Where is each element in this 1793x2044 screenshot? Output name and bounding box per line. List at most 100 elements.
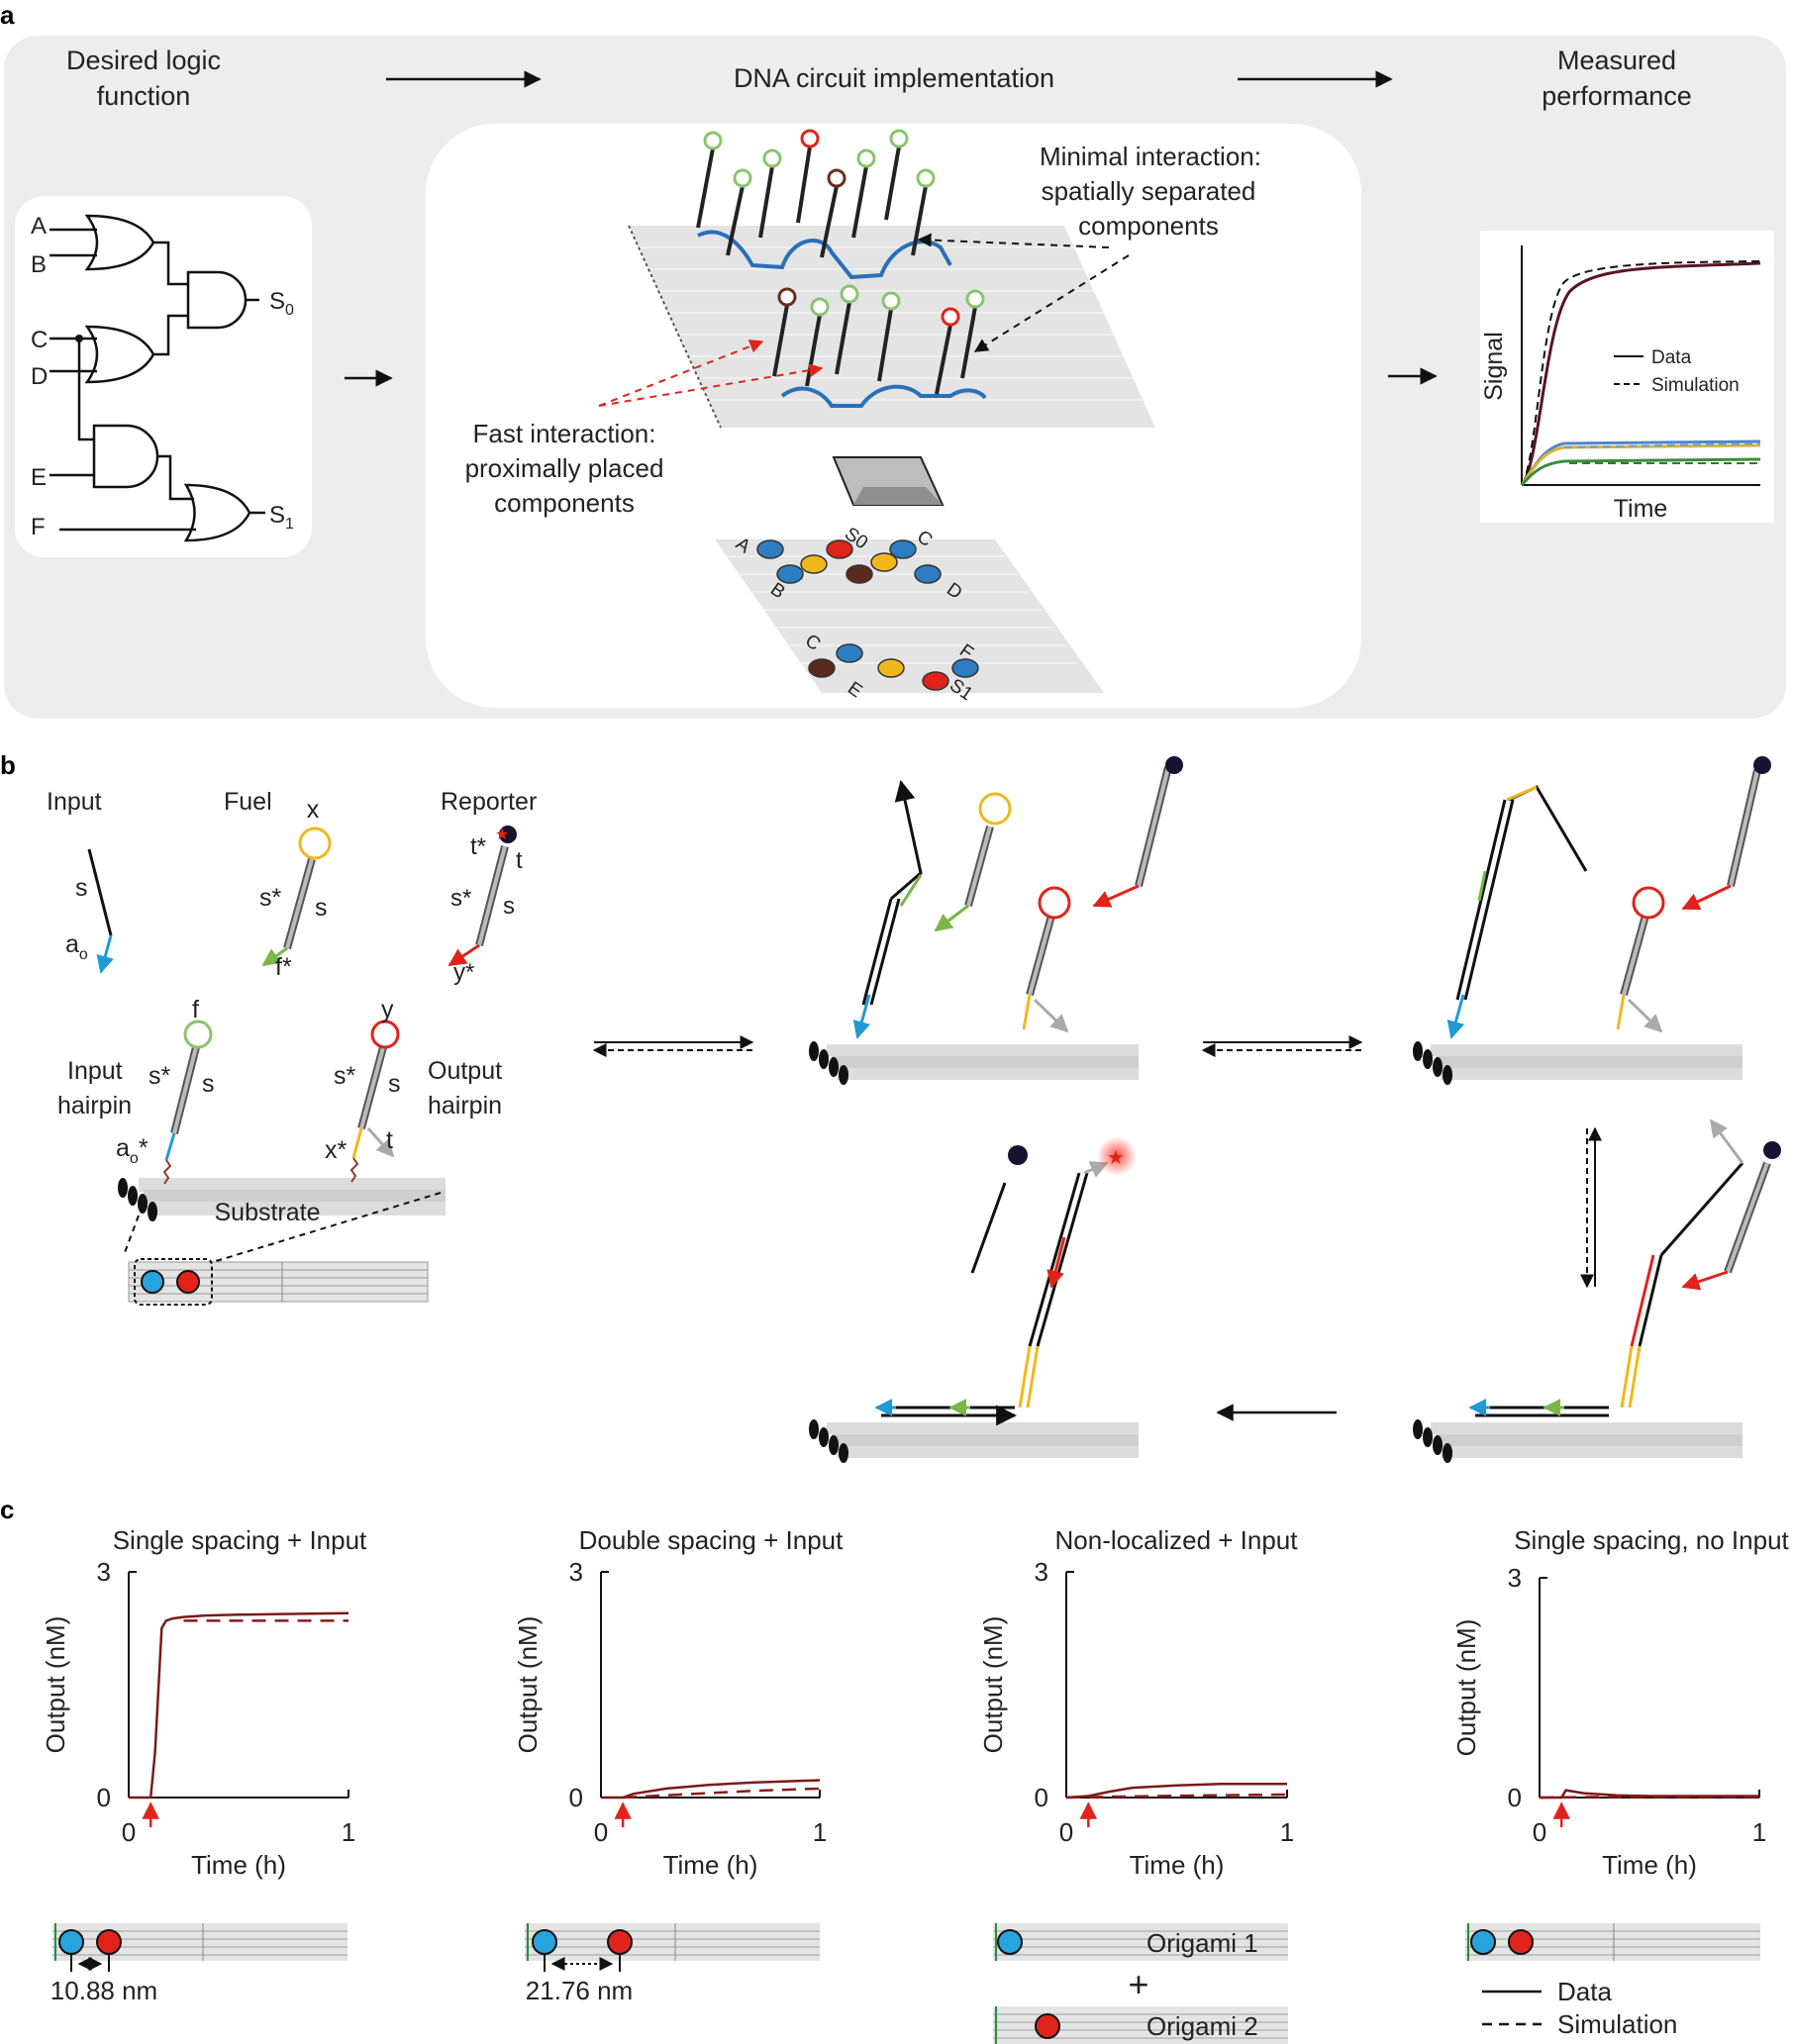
and-gate-s0 <box>186 270 248 330</box>
reporter-title: Reporter <box>441 788 537 816</box>
chart-1-ytick-label-max: 3 <box>569 1557 583 1587</box>
input-label-a: ao <box>65 930 88 963</box>
substrate-block: Substrate f s* s ao* Input hairpin y s <box>57 996 502 1306</box>
and-gate-2 <box>92 424 159 489</box>
quencher-dot <box>499 826 517 843</box>
fluorescence-glow <box>1097 1136 1137 1176</box>
or-gate-1 <box>84 214 155 271</box>
output-hairpin-x-star: x* <box>325 1136 348 1164</box>
fuel-label-f-star: f* <box>275 953 292 981</box>
chart-2-series-simulation <box>1065 1793 1288 1800</box>
chart-3-ylabel: Output (nM) <box>1451 1619 1481 1757</box>
minimal-note-line1: Minimal interaction: <box>1040 142 1261 171</box>
input-hairpin-s: s <box>202 1070 215 1098</box>
chart-2-xlabel: Time (h) <box>1130 1850 1225 1880</box>
fast-note-line3: components <box>494 488 635 518</box>
or-gate-s1 <box>183 483 251 542</box>
chart-2-title: Non-localized + Input <box>1055 1525 1299 1555</box>
fast-note-line2: proximally placed <box>465 453 664 483</box>
origami-topview <box>128 1258 429 1306</box>
chart-3-series-simulation <box>1539 1796 1759 1800</box>
substrate-label: Substrate <box>214 1199 320 1226</box>
minimal-note-line3: components <box>1078 211 1219 241</box>
origami-sheet-upper <box>629 226 1155 428</box>
panel-c-legend: Data Simulation <box>1482 1977 1677 2039</box>
panel-label-b: b <box>0 750 16 780</box>
signal-legend-sim: Simulation <box>1651 375 1740 396</box>
chart-1-xtick-label-max: 1 <box>813 1817 827 1847</box>
minimal-note-line2: spatially separated <box>1042 176 1256 206</box>
gate-input-e: E <box>31 464 47 491</box>
state-2 <box>809 756 1183 1085</box>
chart-0-ylabel: Output (nM) <box>41 1616 70 1754</box>
reporter-label-t: t <box>516 847 523 874</box>
chart-0-xtick-label-min: 0 <box>122 1817 136 1847</box>
spacing-diagram-double: 21.76 nm <box>525 1923 820 2005</box>
logic-circuit: A B C D E F S0 S1 <box>15 196 312 557</box>
signal-data-main <box>1520 261 1761 486</box>
input-label-s: s <box>75 874 88 902</box>
reporter: ★ t* t s* s y* <box>448 826 523 986</box>
state-3 <box>1413 756 1771 1085</box>
chart-3-title: Single spacing, no Input <box>1514 1525 1789 1555</box>
reporter-label-s: s <box>503 893 515 920</box>
col2-title: DNA circuit implementation <box>734 63 1054 93</box>
input-hairpin-line1: Input <box>67 1057 123 1085</box>
col3-title-line2: performance <box>1542 81 1692 111</box>
spacing-label-double: 21.76 nm <box>526 1976 633 2005</box>
chart-1-ytick-label-min: 0 <box>569 1783 583 1812</box>
fluorophore-star: ★ <box>495 827 509 843</box>
origami-1-label: Origami 1 <box>1146 1928 1258 1958</box>
input-strand: s ao <box>65 848 114 974</box>
panel-b: b Input Fuel Reporter s ao x s* s f* <box>0 750 1781 1463</box>
legend-data-label: Data <box>1557 1977 1612 2006</box>
chart-1-series-simulation <box>623 1787 821 1800</box>
chart-3-ytick-label-max: 3 <box>1508 1563 1522 1593</box>
gate-input-a: A <box>31 213 47 240</box>
chart-2-ytick-label-max: 3 <box>1035 1557 1048 1587</box>
reporter-label-s-star: s* <box>450 885 471 912</box>
chart-1-title: Double spacing + Input <box>579 1525 844 1555</box>
output-hairpin-line1: Output <box>428 1057 502 1085</box>
chart-3-xtick-label-min: 0 <box>1533 1817 1546 1847</box>
lower-wiring <box>780 384 987 408</box>
chart-2-series-data <box>1065 1783 1287 1800</box>
fuel-hairpin: x s* s f* <box>259 796 332 981</box>
chart-2-xtick-label-max: 1 <box>1280 1817 1294 1847</box>
fast-note-line1: Fast interaction: <box>473 419 656 448</box>
reporter-label-y-star: y* <box>453 959 474 986</box>
chart-0-xlabel: Time (h) <box>191 1850 286 1880</box>
panel-label-c: c <box>0 1495 14 1524</box>
output-hairpin-s-star: s* <box>334 1062 356 1090</box>
upper-wiring <box>697 230 952 280</box>
spacing-diagram-single: 10.88 nm <box>50 1923 348 2005</box>
chart-1-xlabel: Time (h) <box>663 1850 758 1880</box>
signal-sim-main <box>1521 260 1761 486</box>
signal-legend-data: Data <box>1651 347 1692 368</box>
chart-3-xlabel: Time (h) <box>1602 1850 1697 1880</box>
chart-0-ytick-label-max: 3 <box>97 1557 111 1587</box>
gate-input-b: B <box>31 251 47 278</box>
chart-2-ytick-label-min: 0 <box>1035 1783 1048 1812</box>
state-5: ★ <box>809 1136 1139 1463</box>
input-hairpin-f: f <box>192 996 199 1023</box>
fuel-label-s-star: s* <box>259 884 282 912</box>
chart-2-xtick-label-min: 0 <box>1059 1817 1073 1847</box>
gate-input-f: F <box>31 514 46 540</box>
chart-3-xtick-label-max: 1 <box>1752 1817 1766 1847</box>
signal-ylabel: Signal <box>1480 332 1508 401</box>
output-s1: S1 <box>269 502 294 533</box>
chart-0-title: Single spacing + Input <box>113 1525 367 1555</box>
signal-chart: Data Simulation Signal Time <box>1480 231 1774 523</box>
reporter-label-t-star: t* <box>470 833 486 860</box>
col3-title-line1: Measured <box>1557 46 1676 75</box>
gate-input-c: C <box>31 327 48 353</box>
panel-a: a Desired logic function DNA circuit imp… <box>0 0 1786 719</box>
origami-plus: + <box>1128 1964 1148 2004</box>
chart-3-ytick-label-min: 0 <box>1508 1783 1522 1812</box>
chart-1-xtick-label-min: 0 <box>594 1817 608 1847</box>
chart-2-ylabel: Output (nM) <box>978 1616 1008 1754</box>
origami-sheet-lower <box>715 539 1104 693</box>
